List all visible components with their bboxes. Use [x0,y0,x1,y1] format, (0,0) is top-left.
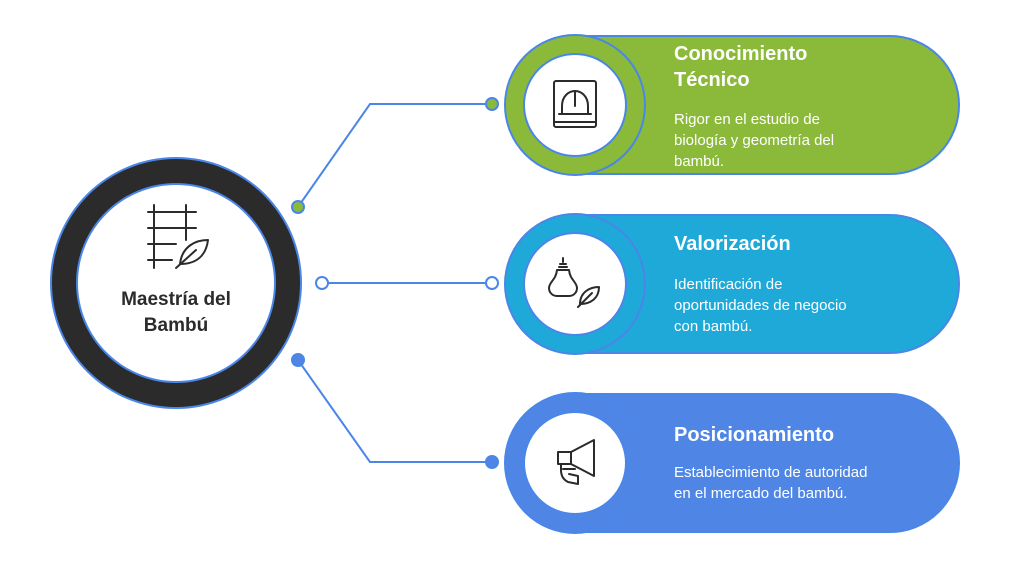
item-title-line1: Conocimiento [674,43,807,65]
item-desc-line2: biología y geometría del [674,132,834,149]
megaphone-hand-icon [557,439,595,485]
connector-bottom [297,359,490,463]
item-desc-line2: en el mercado del bambú. [674,485,847,502]
connector-top [297,103,490,208]
item-desc-line1: Identificación de [674,276,782,293]
item-desc-line2: oportunidades de negocio [674,297,847,314]
item-title-line1: Valorización [674,233,791,255]
connectors [297,103,490,463]
dot-middle-left [315,276,329,290]
dot-bottom-right [485,455,499,469]
item-title-line1: Posicionamiento [674,424,834,446]
lightbulb-leaf-icon [548,257,600,308]
center-node: Maestría del Bambú [50,157,302,409]
item-posicionamiento: Posicionamiento Establecimiento de autor… [504,392,960,534]
item-desc-line1: Establecimiento de autoridad [674,464,867,481]
connector-dots [291,97,499,469]
dot-bottom-left [291,353,305,367]
item-conocimiento-tecnico: Conocimiento Técnico Rigor en el estudio… [504,34,960,176]
book-helmet-icon [553,80,597,128]
dot-top-right [485,97,499,111]
item-banner [574,35,960,175]
dot-top-left [291,200,305,214]
item-title-line2: Técnico [674,69,750,91]
center-label-line1: Maestría del [121,289,231,310]
item-banner [574,214,960,354]
dot-middle-right [485,276,499,290]
item-desc-line3: bambú. [674,153,724,170]
center-label-line2: Bambú [144,315,208,336]
bamboo-scaffold-leaf-icon [147,204,209,269]
item-desc-line3: con bambú. [674,318,752,335]
item-banner [574,393,960,533]
item-valorizacion: Valorización Identificación de oportunid… [504,213,960,355]
item-desc-line1: Rigor en el estudio de [674,111,820,128]
